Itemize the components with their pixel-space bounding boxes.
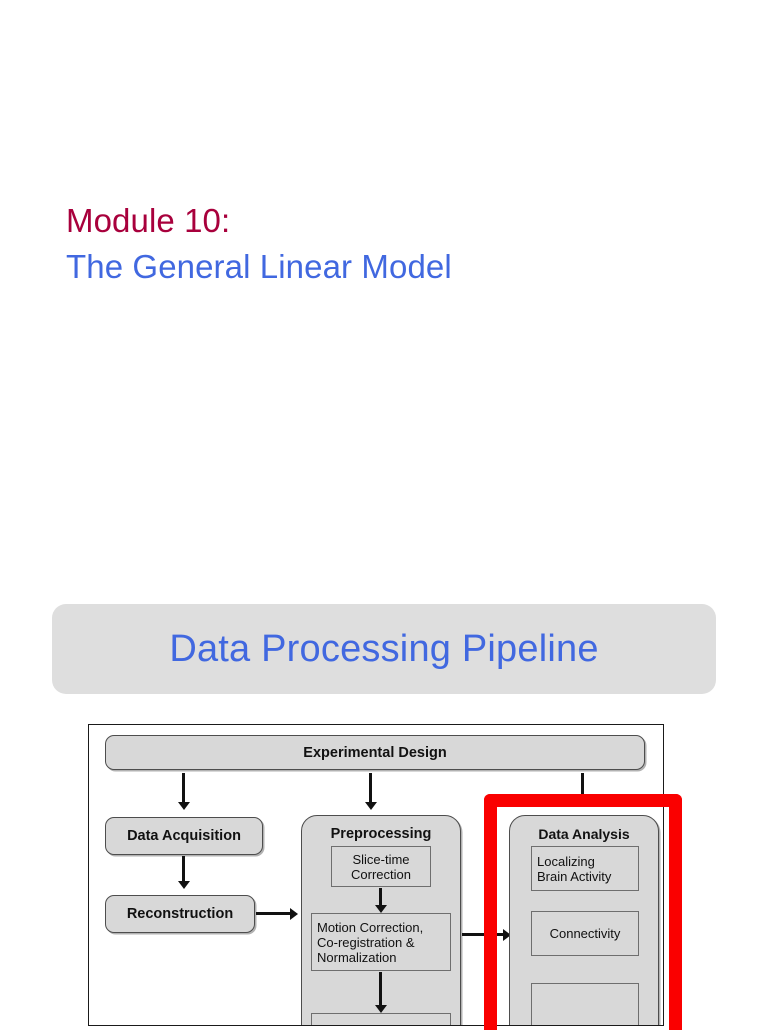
node-data-acquisition-label: Data Acquisition bbox=[127, 828, 241, 844]
step-slice-time-correction-label: Slice-time Correction bbox=[351, 851, 411, 882]
node-experimental-design: Experimental Design bbox=[105, 735, 645, 770]
step-connectivity: Connectivity bbox=[531, 911, 639, 956]
connector-slice-to-motion bbox=[379, 888, 382, 906]
step-preprocessing-next bbox=[311, 1013, 451, 1025]
step-slice-time-correction: Slice-time Correction bbox=[331, 846, 431, 887]
connector-acquisition-to-reconstruction bbox=[182, 856, 185, 882]
connector-exp-to-preprocessing bbox=[369, 773, 372, 803]
connector-exp-to-acquisition bbox=[182, 773, 185, 803]
node-preprocessing-label: Preprocessing bbox=[330, 826, 432, 842]
connector-exp-to-analysis bbox=[581, 773, 584, 802]
connector-motion-to-next-arrowhead bbox=[374, 1005, 387, 1013]
connector-exp-to-preprocessing-arrowhead bbox=[364, 802, 377, 810]
step-motion-correction: Motion Correction, Co-registration & Nor… bbox=[311, 913, 451, 971]
pipeline-diagram: Experimental Design Data Acquisition Rec… bbox=[88, 724, 664, 1026]
connector-motion-to-next bbox=[379, 972, 382, 1006]
connector-exp-to-acquisition-arrowhead bbox=[177, 802, 190, 810]
node-reconstruction-label: Reconstruction bbox=[126, 906, 234, 922]
node-data-acquisition: Data Acquisition bbox=[105, 817, 263, 855]
connector-acquisition-to-reconstruction-arrowhead bbox=[177, 881, 190, 889]
node-reconstruction: Reconstruction bbox=[105, 895, 255, 933]
node-data-analysis-label: Data Analysis bbox=[538, 826, 630, 842]
page-title-module: Module 10: bbox=[66, 202, 231, 239]
step-data-analysis-next bbox=[531, 983, 639, 1025]
step-connectivity-label: Connectivity bbox=[549, 926, 621, 941]
connector-reconstruction-to-preprocessing bbox=[256, 912, 292, 915]
connector-slice-to-motion-arrowhead bbox=[374, 905, 387, 913]
step-localizing-brain-activity: Localizing Brain Activity bbox=[531, 846, 639, 891]
step-localizing-brain-activity-label: Localizing Brain Activity bbox=[537, 853, 612, 884]
page-title-topic: The General Linear Model bbox=[66, 248, 452, 285]
slide-title-block: Module 10: The General Linear Model bbox=[66, 198, 706, 290]
connector-preprocessing-to-analysis bbox=[462, 933, 508, 936]
connector-preprocessing-to-analysis-arrowhead bbox=[503, 928, 511, 941]
step-motion-correction-label: Motion Correction, Co-registration & Nor… bbox=[317, 919, 424, 965]
node-experimental-design-label: Experimental Design bbox=[303, 744, 447, 761]
section-banner-label: Data Processing Pipeline bbox=[169, 627, 599, 670]
connector-reconstruction-to-preprocessing-arrowhead bbox=[290, 907, 298, 920]
section-banner: Data Processing Pipeline bbox=[52, 604, 716, 694]
